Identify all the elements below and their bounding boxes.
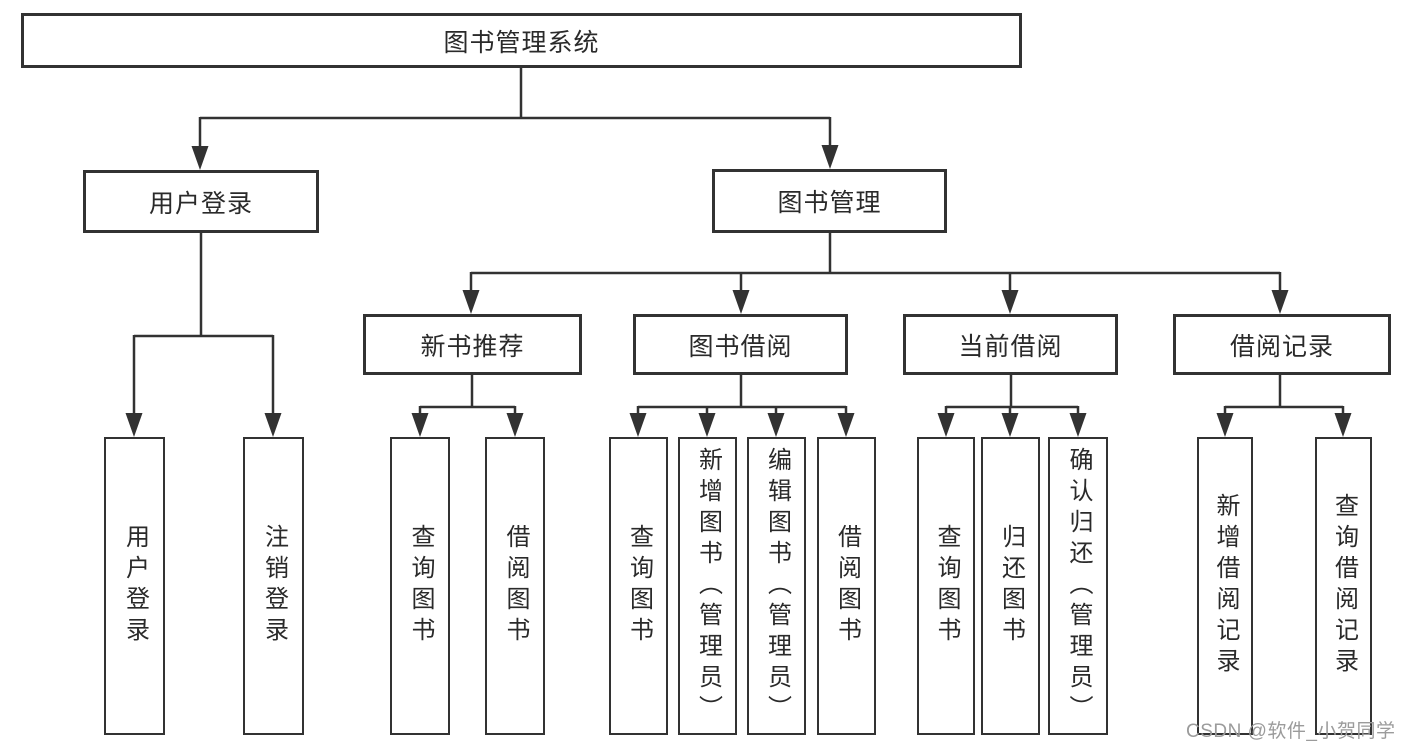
leaf-newbooks-query-books-label: 查询图书 xyxy=(407,524,434,648)
arrow-down-icon xyxy=(732,290,750,314)
node-root-label: 图书管理系统 xyxy=(443,28,600,57)
leaf-currentborrow-query-books: 查询图书 xyxy=(917,437,975,735)
connector-borrow-records-children xyxy=(1223,375,1345,418)
connector-current-borrow-children xyxy=(944,375,1080,418)
node-book-management: 图书管理 xyxy=(712,169,947,233)
leaf-logout: 注销登录 xyxy=(243,437,304,735)
leaf-bookborrow-borrow-books: 借阅图书 xyxy=(817,437,876,735)
leaf-records-query-record-label: 查询借阅记录 xyxy=(1330,493,1358,679)
leaf-newbooks-query-books: 查询图书 xyxy=(390,437,450,735)
node-new-book-recommend-label: 新书推荐 xyxy=(420,332,525,361)
leaf-bookborrow-edit-books-admin: 编辑图书（管理员） xyxy=(747,437,806,735)
node-book-management-label: 图书管理 xyxy=(777,189,882,217)
connector-new-books-children xyxy=(418,375,517,418)
csdn-watermark: CSDN @软件_小贺同学 xyxy=(1186,721,1396,742)
node-current-borrow-label: 当前借阅 xyxy=(958,332,1063,361)
arrow-down-icon xyxy=(1271,290,1289,314)
arrow-down-icon xyxy=(191,146,209,170)
arrowheads xyxy=(125,145,1352,437)
leaf-currentborrow-confirm-return-admin-label: 确认归还（管理员） xyxy=(1065,446,1092,726)
node-new-book-recommend: 新书推荐 xyxy=(363,314,582,375)
leaf-bookborrow-query-books: 查询图书 xyxy=(609,437,668,735)
node-book-borrow-label: 图书借阅 xyxy=(688,332,793,361)
node-book-borrow: 图书借阅 xyxy=(633,314,848,375)
arrow-down-icon xyxy=(629,413,647,437)
arrow-down-icon xyxy=(1069,413,1087,437)
leaf-newbooks-borrow-books-label: 借阅图书 xyxy=(502,524,529,648)
arrow-down-icon xyxy=(264,413,282,437)
leaf-currentborrow-query-books-label: 查询图书 xyxy=(933,524,960,648)
leaf-bookborrow-add-books-admin-label: 新增图书（管理员） xyxy=(694,446,722,726)
node-borrow-records-label: 借阅记录 xyxy=(1229,332,1334,361)
leaf-currentborrow-return-books-label: 归还图书 xyxy=(997,524,1025,648)
leaf-records-add-record: 新增借阅记录 xyxy=(1197,437,1253,735)
arrow-down-icon xyxy=(1001,290,1019,314)
leaf-user-login-label: 用户登录 xyxy=(121,524,149,648)
arrow-down-icon xyxy=(1216,413,1234,437)
leaf-user-login: 用户登录 xyxy=(104,437,165,735)
arrow-down-icon xyxy=(462,290,480,314)
node-root: 图书管理系统 xyxy=(21,13,1022,68)
leaf-logout-label: 注销登录 xyxy=(260,524,288,648)
leaf-bookborrow-add-books-admin: 新增图书（管理员） xyxy=(678,437,737,735)
arrow-down-icon xyxy=(698,413,716,437)
arrow-down-icon xyxy=(506,413,524,437)
node-user-login-label: 用户登录 xyxy=(148,189,253,218)
arrow-down-icon xyxy=(125,413,143,437)
leaf-bookborrow-borrow-books-label: 借阅图书 xyxy=(833,524,861,648)
arrow-down-icon xyxy=(821,145,839,169)
node-user-login: 用户登录 xyxy=(83,170,319,233)
arrow-down-icon xyxy=(767,413,785,437)
leaf-records-add-record-label: 新增借阅记录 xyxy=(1212,493,1239,679)
leaf-bookborrow-edit-books-admin-label: 编辑图书（管理员） xyxy=(763,446,791,726)
leaf-currentborrow-return-books: 归还图书 xyxy=(981,437,1040,735)
arrow-down-icon xyxy=(837,413,855,437)
connector-strokes xyxy=(132,68,1345,418)
arrow-down-icon xyxy=(411,413,429,437)
arrow-down-icon xyxy=(1001,413,1019,437)
leaf-currentborrow-confirm-return-admin: 确认归还（管理员） xyxy=(1048,437,1108,735)
node-current-borrow: 当前借阅 xyxy=(903,314,1118,375)
leaf-newbooks-borrow-books: 借阅图书 xyxy=(485,437,545,735)
connector-book-borrow-children xyxy=(636,375,848,418)
connector-user-login-children xyxy=(132,233,275,418)
connector-book-mgmt-children xyxy=(469,233,1282,295)
arrow-down-icon xyxy=(1334,413,1352,437)
leaf-records-query-record: 查询借阅记录 xyxy=(1315,437,1372,735)
connector-root-to-level2 xyxy=(198,68,832,150)
node-borrow-records: 借阅记录 xyxy=(1173,314,1391,375)
arrow-down-icon xyxy=(937,413,955,437)
leaf-bookborrow-query-books-label: 查询图书 xyxy=(625,524,653,648)
